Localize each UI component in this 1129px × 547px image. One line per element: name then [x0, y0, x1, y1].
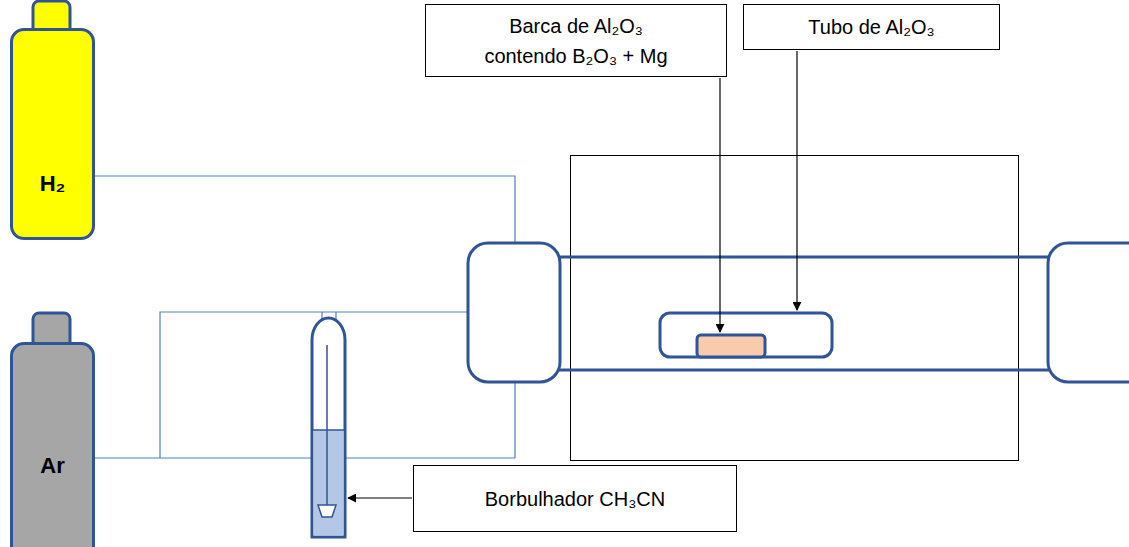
ar-gas-cylinder: Ar: [10, 342, 95, 547]
h2-gas-line: [95, 176, 515, 458]
liquid-surface: [313, 429, 344, 431]
leader-lines: [348, 51, 797, 498]
gas-label: Ar: [40, 453, 64, 479]
alumina-boat: [697, 335, 765, 357]
bubbler-callout-box: Borbulhador CH₃CN: [413, 465, 737, 532]
bubbler-leader: [348, 497, 412, 498]
callout-text: Borbulhador CH₃CN: [485, 484, 665, 514]
boat-leader: [719, 78, 720, 332]
callout-text: Barca de Al₂O₃ contendo B₂O₃ + Mg: [471, 11, 681, 71]
bubbler-liquid: [314, 430, 344, 536]
bubbler: [312, 318, 345, 537]
reactor-tube: [540, 257, 1070, 370]
h2-gas-cylinder: H₂: [10, 28, 95, 240]
furnace-outline: [571, 156, 1019, 461]
tube-leader: [796, 51, 797, 310]
gas-label: H₂: [40, 171, 66, 197]
dip-tube: [326, 345, 328, 505]
boat-callout-box: Barca de Al₂O₃ contendo B₂O₃ + Mg: [425, 4, 727, 77]
callout-text: Tubo de Al₂O₃: [808, 12, 934, 42]
tube-end-cap-left: [468, 243, 560, 382]
gas-diffuser: [318, 505, 336, 517]
inner-alumina-tube: [660, 313, 832, 357]
tube-callout-box: Tubo de Al₂O₃: [743, 4, 1000, 50]
gas-lines: [95, 176, 515, 458]
bubbler-vessel: [312, 318, 345, 537]
tube-end-cap-right: [1048, 243, 1129, 382]
ar-gas-line: [95, 457, 515, 458]
